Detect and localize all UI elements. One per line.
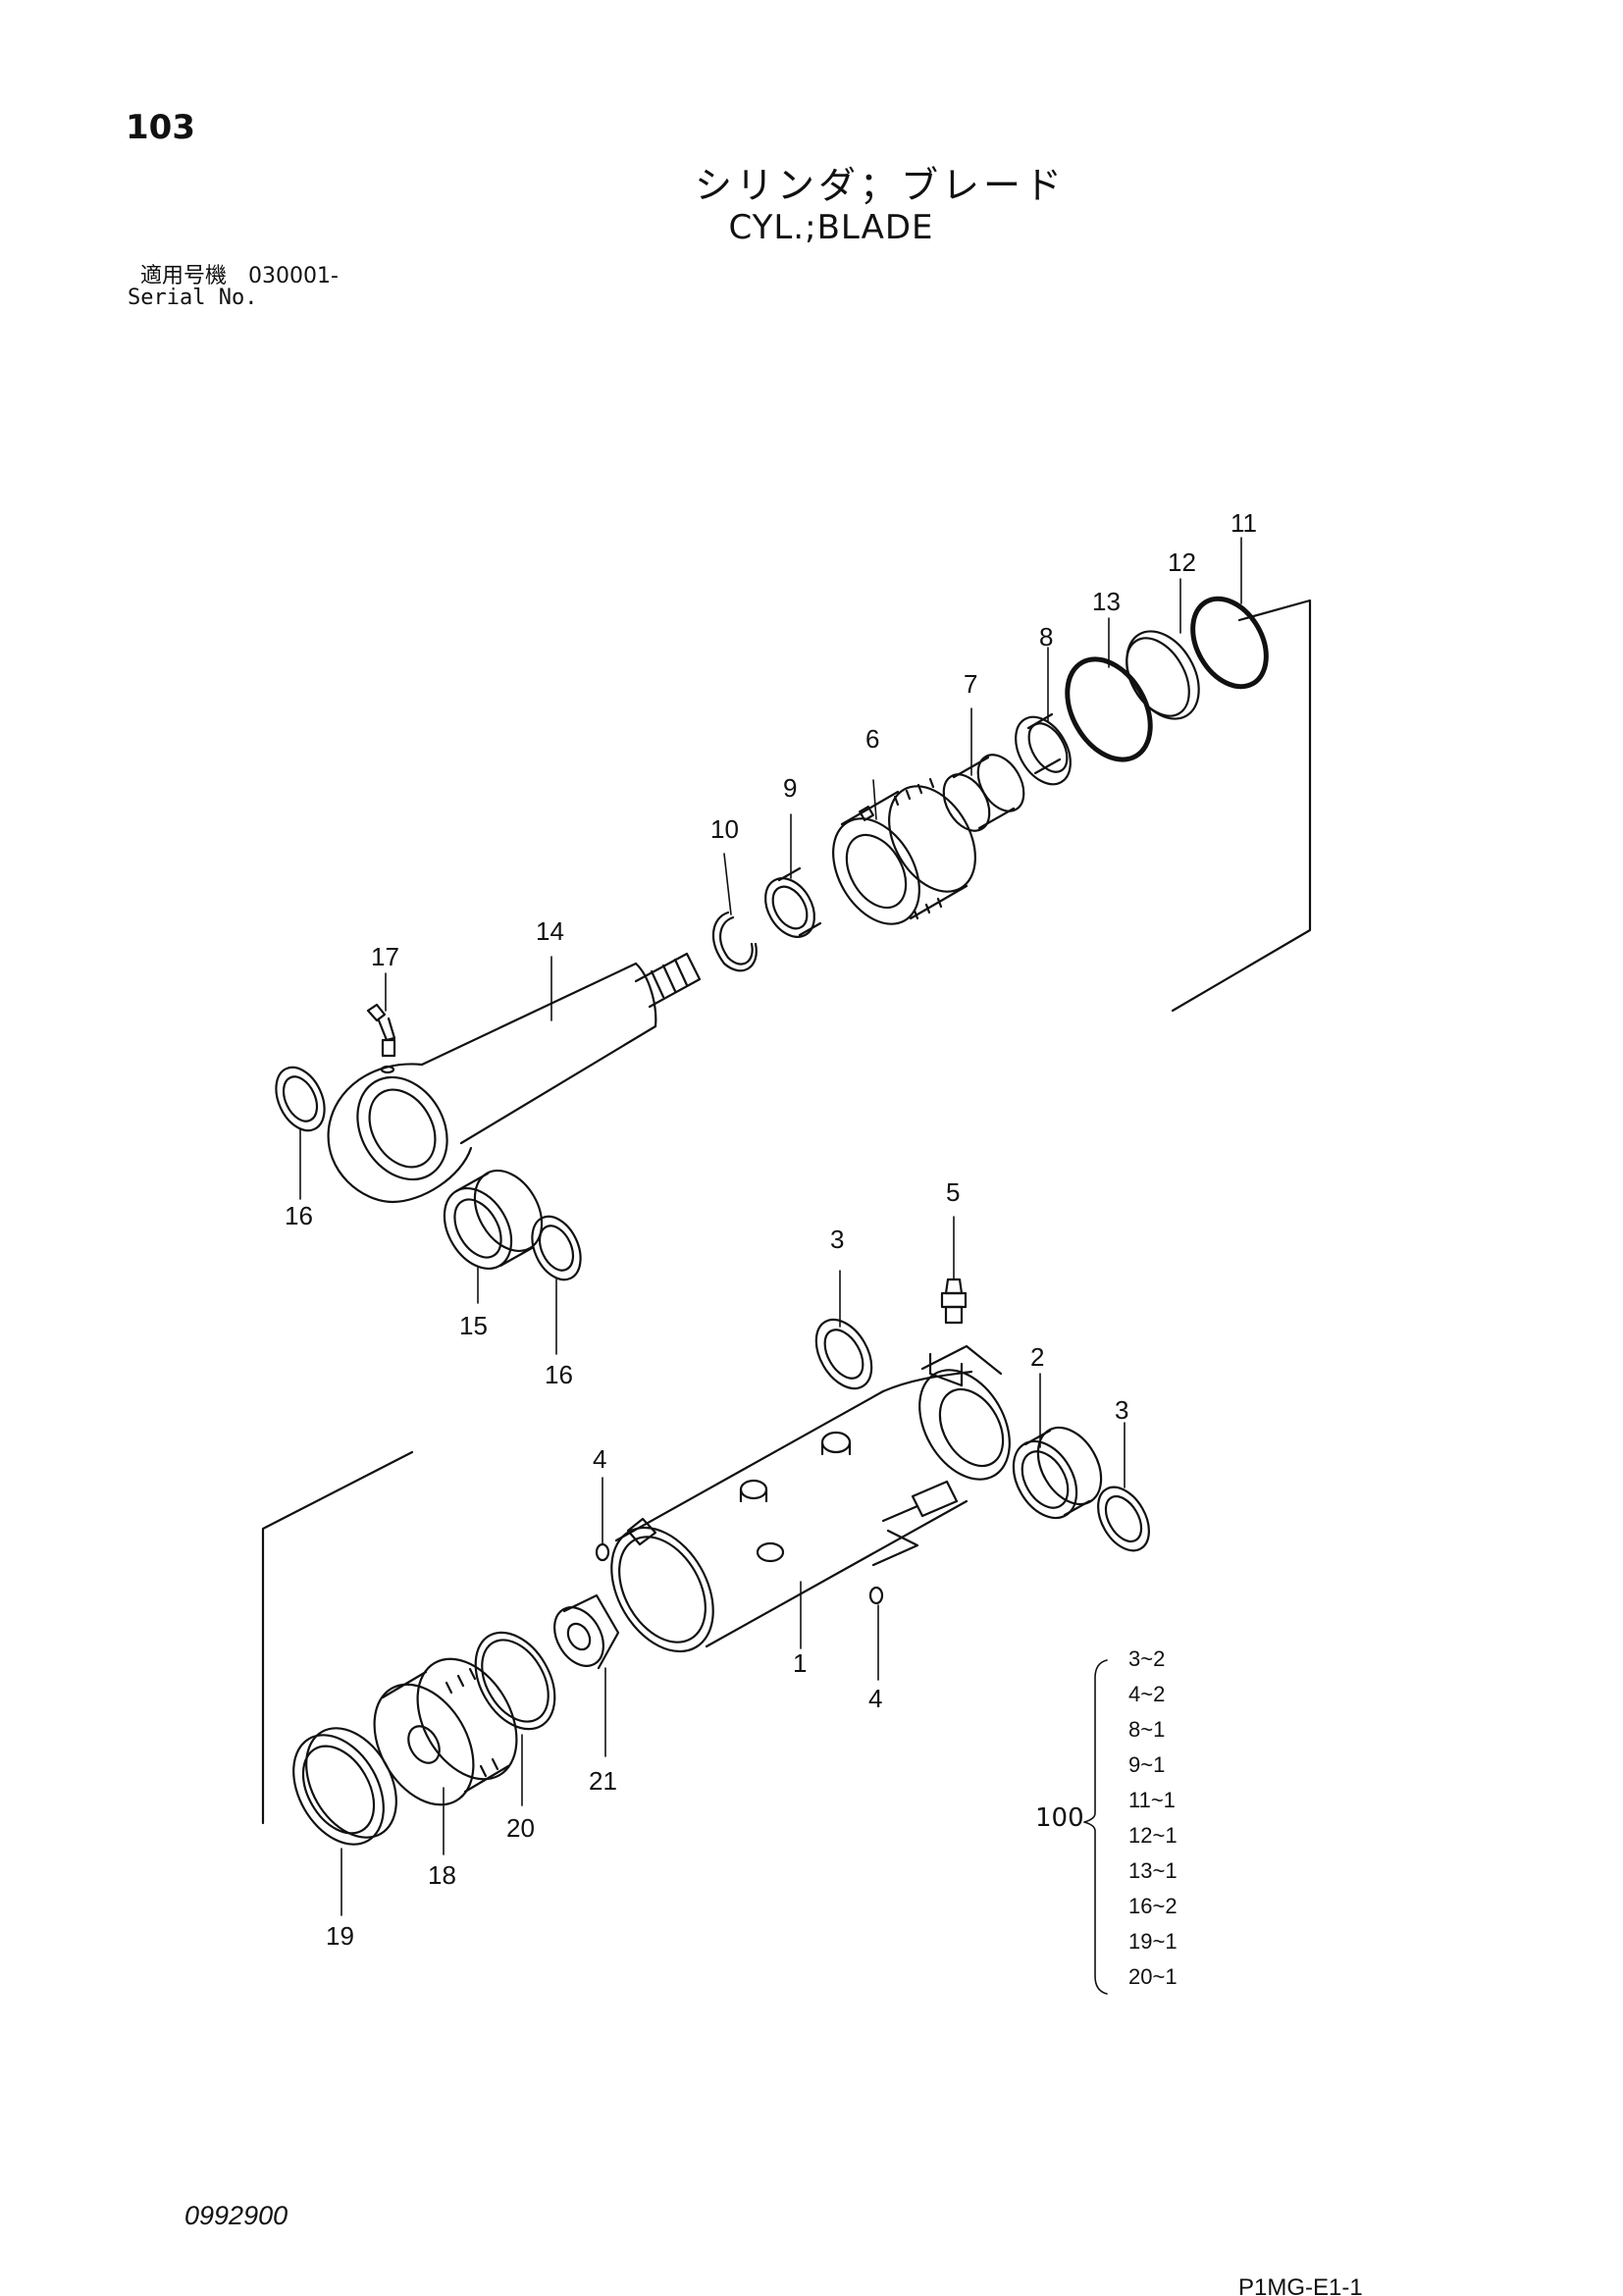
- callout-14: 14: [536, 916, 564, 946]
- callout-16-left: 16: [285, 1201, 313, 1230]
- callout-11: 11: [1230, 508, 1257, 538]
- callout-21: 21: [589, 1766, 617, 1796]
- page-code: P1MG-E1-1: [1238, 2274, 1363, 2296]
- part-cylinder-tube-1: [610, 1344, 1011, 1653]
- part-o-ring-4a: [595, 1542, 610, 1562]
- seal-kit-item: 9~1: [1128, 1752, 1166, 1777]
- serial-number-label: Serial No.: [128, 286, 258, 310]
- page-title-japanese: シリンダ；ブレード: [694, 164, 1066, 207]
- part-dust-seal-3b: [1097, 1486, 1150, 1552]
- callout-9: 9: [783, 773, 797, 803]
- callout-19: 19: [326, 1921, 354, 1951]
- document-code: 0992900: [184, 2201, 288, 2230]
- part-o-ring-11: [1190, 596, 1269, 690]
- part-dust-seal-16a: [275, 1066, 326, 1132]
- assembly-bracket-lower: [261, 1450, 414, 1825]
- part-grease-nipple-5: [940, 1278, 968, 1325]
- callout-13: 13: [1092, 587, 1121, 616]
- callout-4-left: 4: [593, 1444, 606, 1474]
- page-title-english: CYL.;BLADE: [728, 208, 934, 247]
- assembly-bracket-upper: [1171, 599, 1312, 1013]
- part-bushing-7: [942, 754, 1025, 832]
- part-seal-8: [1015, 712, 1072, 786]
- seal-kit-item: 11~1: [1128, 1788, 1176, 1812]
- part-backup-ring-12: [1126, 630, 1200, 720]
- callout-3-upper: 3: [830, 1225, 844, 1254]
- callout-labels: 11 12 13 8 7 6 9 10 14 17 16 15 16 3 5 2…: [285, 508, 1257, 1951]
- part-cylinder-head-6: [832, 777, 976, 925]
- part-nut-21: [553, 1593, 620, 1670]
- seal-kit-item: 16~2: [1128, 1894, 1178, 1918]
- part-wear-ring-9: [764, 866, 822, 938]
- callout-5: 5: [946, 1177, 960, 1207]
- part-o-ring-13: [1065, 656, 1153, 762]
- part-piston-rod-14: [327, 952, 702, 1204]
- part-o-ring-4b: [868, 1586, 884, 1605]
- callout-4-right: 4: [868, 1684, 882, 1713]
- seal-kit-item: 8~1: [1128, 1717, 1166, 1742]
- callout-16-lower: 16: [545, 1360, 573, 1389]
- callout-17: 17: [371, 942, 399, 971]
- callout-15: 15: [459, 1311, 488, 1340]
- callout-18: 18: [428, 1860, 456, 1890]
- callout-7: 7: [964, 669, 977, 699]
- seal-kit-item: 13~1: [1128, 1858, 1178, 1883]
- seal-kit-number: 100: [1035, 1803, 1084, 1833]
- seal-kit-item: 12~1: [1128, 1823, 1178, 1848]
- callout-3-right: 3: [1115, 1395, 1128, 1425]
- callout-2: 2: [1030, 1342, 1044, 1372]
- part-grease-nipple-17: [366, 1003, 396, 1058]
- part-bushing-15: [443, 1169, 544, 1271]
- callout-12: 12: [1168, 548, 1196, 577]
- part-bushing-2: [1012, 1426, 1103, 1520]
- serial-applicability-label: 適用号機 030001-: [140, 264, 339, 288]
- part-dust-seal-16b: [531, 1215, 582, 1281]
- callout-10: 10: [710, 814, 739, 844]
- callout-6: 6: [865, 724, 879, 754]
- seal-kit-item: 19~1: [1128, 1929, 1178, 1954]
- callout-1: 1: [793, 1648, 807, 1678]
- seal-kit-item: 3~2: [1128, 1646, 1166, 1671]
- callout-20: 20: [506, 1813, 535, 1843]
- seal-kit-item: 20~1: [1128, 1964, 1178, 1989]
- part-piston-seal-19: [292, 1727, 397, 1846]
- part-snap-ring-10: [711, 911, 758, 972]
- seal-kit-item: 4~2: [1128, 1682, 1166, 1706]
- part-dust-seal-3a: [814, 1318, 873, 1390]
- part-backup-ring-20: [474, 1631, 556, 1731]
- leader-lines: [299, 537, 1242, 1995]
- page-number: 103: [126, 108, 195, 147]
- callout-8: 8: [1039, 622, 1053, 652]
